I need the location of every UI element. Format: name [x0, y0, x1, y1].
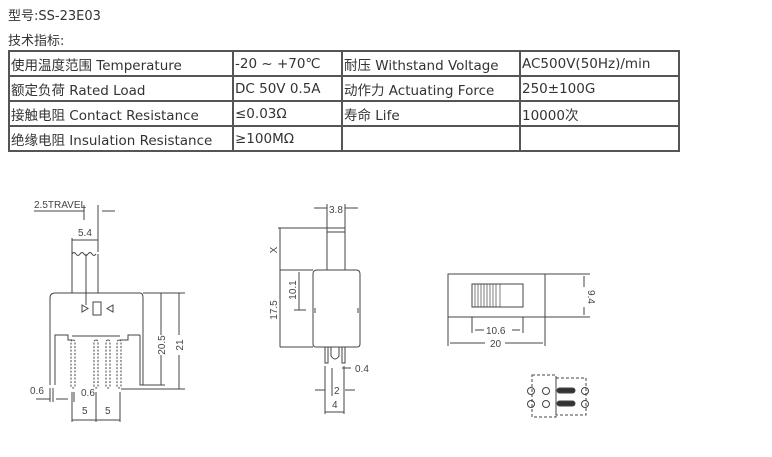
spec-label: 寿命 Life: [341, 100, 521, 127]
spec-value: 10000次: [519, 100, 680, 127]
height-inner-label: 20.5: [157, 335, 168, 355]
side-actuator-width-label: 3.8: [329, 205, 343, 216]
table-row: 绝缘电阻 Insulation Resistance≥100MΩ: [8, 125, 680, 152]
pcb-footprint: [527, 374, 589, 418]
model-number: 型号:SS-23E03: [8, 9, 101, 24]
body-width-label: 9.4: [585, 290, 596, 304]
spec-heading: 技术指标:: [8, 34, 65, 49]
spec-value: ≥100MΩ: [232, 125, 343, 152]
spec-label: 绝缘电阻 Insulation Resistance: [8, 125, 234, 152]
pin-span-label: 4: [332, 400, 338, 411]
spec-value: AC500V(50Hz)/min: [519, 50, 680, 77]
side-view: 3.8 X 17.5 10.1 0.4 2 4: [269, 204, 369, 414]
spec-label: 动作力 Actuating Force: [341, 75, 521, 102]
pin-thickness-label: 0.6: [81, 388, 95, 399]
spec-value: DC 50V 0.5A: [232, 75, 343, 102]
actuator-width-label: 5.4: [78, 228, 92, 239]
body-height-label: 17.5: [269, 300, 280, 320]
spec-label: 耐压 Withstand Voltage: [341, 50, 521, 77]
leg-thickness-label: 0.6: [30, 386, 44, 397]
spec-value: -20 ~ +70℃: [232, 50, 343, 77]
spec-value: 250±100G: [519, 75, 680, 102]
spec-label: [341, 125, 521, 152]
spec-label: 额定负荷 Rated Load: [8, 75, 234, 102]
travel-label: 2.5TRAVEL: [34, 200, 86, 211]
top-view: 9.4 10.6 20: [447, 273, 596, 350]
front-view: 2.5TRAVEL 5.4 20.5 21 0.6 0.6 5 5: [30, 200, 186, 422]
spec-label: 使用温度范围 Temperature: [8, 50, 234, 77]
height-total-label: 21: [175, 339, 186, 351]
spec-value: ≤0.03Ω: [232, 100, 343, 127]
leg-height-label: 10.1: [288, 280, 299, 300]
body-length-label: 20: [490, 339, 502, 350]
pitch-2-label: 5: [105, 406, 111, 417]
spec-label: 接触电阻 Contact Resistance: [8, 100, 234, 127]
pin-gap-label: 2: [334, 386, 340, 397]
actuator-height-label: X: [269, 246, 280, 253]
spec-value: [519, 125, 680, 152]
pin-width-label: 0.4: [355, 364, 369, 375]
pitch-1-label: 5: [82, 406, 88, 417]
slider-length-label: 10.6: [486, 326, 506, 337]
